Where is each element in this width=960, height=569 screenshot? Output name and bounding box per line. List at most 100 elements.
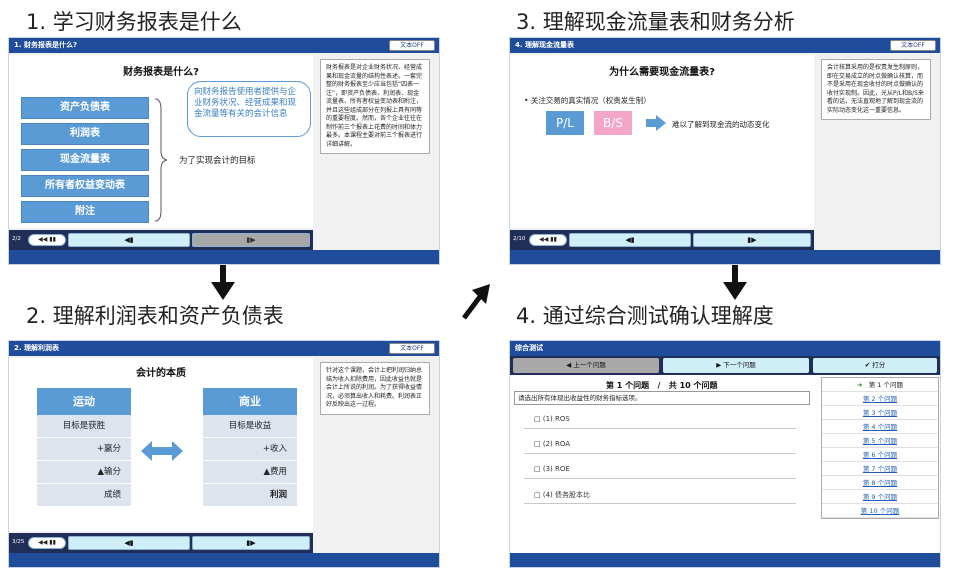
slide-title: 会计的本质 <box>136 368 186 379</box>
arrow-up-right-icon <box>462 284 490 320</box>
question-text: 请选出所有体现出收益性的财务指标选项。 <box>514 391 810 405</box>
report-item: 利润表 <box>21 123 149 145</box>
report-item: 附注 <box>21 201 149 223</box>
step-title-3: 3. 理解现金流量表和财务分析 <box>516 10 795 34</box>
brace-icon <box>154 98 168 222</box>
panel-footer <box>510 250 940 264</box>
limitation-text: 难以了解到现金流的动态变化 <box>672 120 770 129</box>
next-slide-button[interactable]: ▮▶ <box>693 233 811 247</box>
screenshot-panel-1: 1. 财务报表是什么? 文本OFF 财务报表是什么? 资产负债表 利润表 现金流… <box>8 37 440 265</box>
question-list-item[interactable]: 第 10 个问题 <box>822 504 938 518</box>
business-column: 商业 目标是收益 +收入 ▲费用 利润 <box>203 388 297 507</box>
question-list-item[interactable]: 第 3 个问题 <box>822 406 938 420</box>
next-question-button[interactable]: ▶ 下一个问题 <box>663 358 809 373</box>
narration-text: 会计核算采用的是权责发生制原则，即在交易成立的时点做确认核算，而不是采用在现金收… <box>821 59 931 120</box>
report-item: 现金流量表 <box>21 149 149 171</box>
sports-cell: +赢分 <box>37 438 131 461</box>
page-number: 3/25 <box>12 539 25 545</box>
next-slide-button[interactable]: ▮▶ <box>192 536 310 550</box>
prev-question-button[interactable]: ◀ 上一个问题 <box>513 358 659 373</box>
slide-area: 财务报表是什么? 资产负债表 利润表 现金流量表 所有者权益变动表 附注 向财务… <box>9 55 313 228</box>
arrow-down-icon <box>211 262 235 300</box>
next-circle-icon: ▶ <box>716 361 724 369</box>
bullet-text: • 关注交易的真实情况（权责发生制） <box>524 96 651 105</box>
business-cell: ▲费用 <box>203 461 297 484</box>
screenshot-panel-3: 4. 理解现金流量表 文本OFF 为什么需要现金流量表? • 关注交易的真实情况… <box>509 37 941 265</box>
question-list-item[interactable]: 第 2 个问题 <box>822 392 938 406</box>
prev-slide-button[interactable]: ◀▮ <box>569 233 691 247</box>
question-list-item[interactable]: 第 4 个问题 <box>822 420 938 434</box>
sports-cell: 成绩 <box>37 484 131 507</box>
business-cell: 利润 <box>203 484 297 507</box>
double-arrow-icon <box>141 441 183 461</box>
player-controls: 3/25 ◀◀ ▮▮ ◀▮ ▮▶ <box>9 533 313 553</box>
player-controls: 2/10 ◀◀ ▮▮ ◀▮ ▮▶ <box>510 230 814 250</box>
player-controls: 2/2 ◀◀ ▮▮ ◀▮ ▮▶ <box>9 230 313 250</box>
divider <box>524 503 796 504</box>
question-list-item[interactable]: 第 9 个问题 <box>822 490 938 504</box>
slide-title: 为什么需要现金流量表? <box>609 67 715 78</box>
question-list-item[interactable]: 第 8 个问题 <box>822 476 938 490</box>
question-area: 第 1 个问题 / 共 10 个问题 请选出所有体现出收益性的财务指标选项。 □… <box>510 377 814 553</box>
divider <box>524 453 796 454</box>
question-counter: 第 1 个问题 / 共 10 个问题 <box>606 381 718 390</box>
narration-text: 针对这个课题，会计上把利润归纳总结为收入扣除费用，因此收益也就是会计上所说的利润… <box>320 362 430 415</box>
answer-option[interactable]: □ (3) ROE <box>534 465 570 473</box>
panel-header: 1. 财务报表是什么? <box>9 38 439 53</box>
sports-cell: ▲输分 <box>37 461 131 484</box>
arrow-down-icon <box>723 262 747 300</box>
next-slide-button[interactable]: ▮▶ <box>192 233 310 247</box>
text-off-button[interactable]: 文本OFF <box>389 343 435 354</box>
question-list: ➜ 第 1 个问题 第 2 个问题 第 3 个问题 第 4 个问题 第 5 个问… <box>821 377 939 519</box>
sports-column: 运动 目标是获胜 +赢分 ▲输分 成绩 <box>37 388 131 507</box>
prev-circle-icon: ◀ <box>566 361 574 369</box>
report-item: 资产负债表 <box>21 97 149 119</box>
text-off-button[interactable]: 文本OFF <box>890 40 936 51</box>
purpose-text: 为了实现会计的目标 <box>179 156 256 166</box>
page-number: 2/2 <box>12 236 21 242</box>
business-header: 商业 <box>203 388 297 415</box>
prev-slide-button[interactable]: ◀▮ <box>68 233 190 247</box>
answer-option[interactable]: □ (1) ROS <box>534 415 570 423</box>
report-item: 所有者权益变动表 <box>21 175 149 197</box>
score-button[interactable]: ✔ 打分 <box>813 358 937 373</box>
panel-footer <box>9 250 439 264</box>
bs-box: B/S <box>594 111 632 135</box>
narration-text: 财务报表是对企业财务状况、经营成果和现金流量的结构性表述。一套完整的财务报表至少… <box>320 59 430 154</box>
sports-cell: 目标是获胜 <box>37 415 131 438</box>
question-list-item[interactable]: 第 7 个问题 <box>822 462 938 476</box>
current-arrow-icon: ➜ <box>857 381 869 389</box>
arrow-right-icon <box>646 115 666 131</box>
question-list-item[interactable]: 第 6 个问题 <box>822 448 938 462</box>
text-off-button[interactable]: 文本OFF <box>389 40 435 51</box>
definition-callout: 向财务报告使用者提供与企业财务状况、经营成果和现金流量等有关的会计信息 <box>187 81 311 137</box>
slide-title: 财务报表是什么? <box>123 67 199 78</box>
quiz-toolbar: ◀ 上一个问题 ▶ 下一个问题 ✔ 打分 <box>510 356 940 375</box>
panel-footer <box>510 553 940 567</box>
question-list-item[interactable]: ➜ 第 1 个问题 <box>822 378 938 392</box>
panel-header: 2. 理解利润表 <box>9 341 439 356</box>
prev-slide-button[interactable]: ◀▮ <box>68 536 190 550</box>
business-cell: +收入 <box>203 438 297 461</box>
rewind-button[interactable]: ◀◀ ▮▮ <box>529 234 567 246</box>
step-title-1: 1. 学习财务报表是什么 <box>26 10 242 34</box>
check-circle-icon: ✔ <box>864 361 873 369</box>
slide-area: 会计的本质 运动 目标是获胜 +赢分 ▲输分 成绩 商业 目标是收益 +收入 ▲… <box>9 358 313 531</box>
rewind-button[interactable]: ◀◀ ▮▮ <box>28 537 66 549</box>
business-cell: 目标是收益 <box>203 415 297 438</box>
answer-option[interactable]: □ (4) 债务股本比 <box>534 491 590 499</box>
question-list-item[interactable]: 第 5 个问题 <box>822 434 938 448</box>
answer-option[interactable]: □ (2) ROA <box>534 440 571 448</box>
divider <box>524 428 796 429</box>
screenshot-panel-2: 2. 理解利润表 文本OFF 会计的本质 运动 目标是获胜 +赢分 ▲输分 成绩… <box>8 340 440 568</box>
panel-header: 4. 理解现金流量表 <box>510 38 940 53</box>
screenshot-panel-4: 综合测试 ◀ 上一个问题 ▶ 下一个问题 ✔ 打分 第 1 个问题 / 共 10… <box>509 340 941 568</box>
step-title-4: 4. 通过综合测试确认理解度 <box>516 304 774 328</box>
panel-footer <box>9 553 439 567</box>
divider <box>524 478 796 479</box>
rewind-button[interactable]: ◀◀ ▮▮ <box>28 234 66 246</box>
pl-box: P/L <box>546 111 584 135</box>
slide-area: 为什么需要现金流量表? • 关注交易的真实情况（权责发生制） P/L B/S 难… <box>510 55 814 228</box>
panel-header: 综合测试 <box>510 341 940 356</box>
